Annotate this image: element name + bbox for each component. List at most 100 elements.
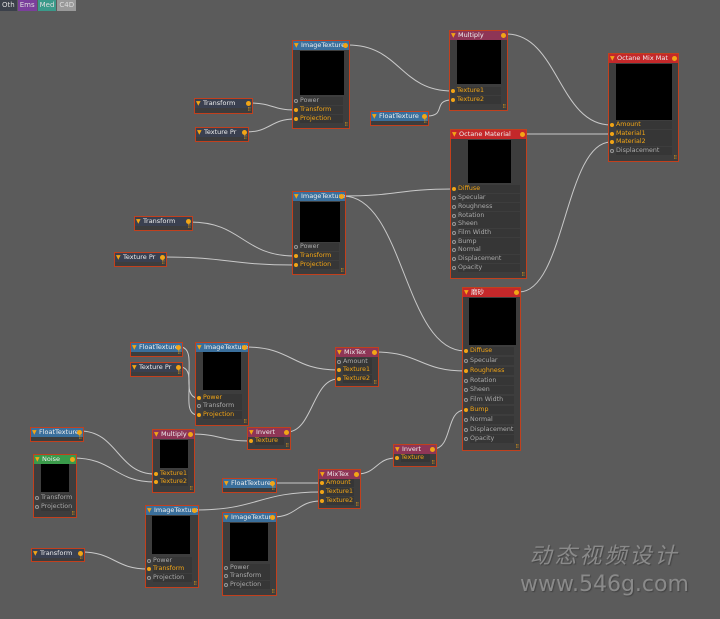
collapse-triangle-icon[interactable]: ▼	[196, 100, 201, 107]
port-connector-icon[interactable]	[154, 472, 158, 476]
node-transform[interactable]: ▼Transform⠿	[134, 216, 193, 231]
node-header[interactable]: ▼MixTex	[336, 348, 378, 357]
input-port-power[interactable]: Power	[293, 97, 343, 105]
node-floattexture[interactable]: ▼FloatTexture⠿	[370, 111, 429, 126]
input-port-material2[interactable]: Material2	[609, 138, 672, 146]
input-port-specular[interactable]: Specular	[463, 357, 514, 365]
resize-grip-icon[interactable]: ⠿	[71, 511, 75, 517]
node-header[interactable]: ▼磨砂	[463, 288, 520, 297]
collapse-triangle-icon[interactable]: ▼	[132, 364, 137, 371]
connection-wire[interactable]	[356, 457, 397, 475]
collapse-triangle-icon[interactable]: ▼	[337, 349, 342, 356]
port-connector-icon[interactable]	[294, 108, 298, 112]
resize-grip-icon[interactable]: ⠿	[271, 589, 275, 595]
input-port-film-width[interactable]: Film Width	[451, 229, 520, 237]
node-floattexture[interactable]: ▼FloatTexture⠿	[130, 342, 183, 357]
node-header[interactable]: ▼Texture Pr	[131, 363, 182, 372]
input-port-projection[interactable]: Projection	[293, 115, 343, 123]
input-port-material1[interactable]: Material1	[609, 130, 672, 138]
collapse-triangle-icon[interactable]: ▼	[147, 507, 152, 514]
connection-wire[interactable]	[249, 102, 296, 111]
connection-wire[interactable]	[245, 346, 339, 371]
resize-grip-icon[interactable]: ⠿	[243, 419, 247, 425]
connection-wire[interactable]	[72, 457, 156, 483]
connection-wire[interactable]	[189, 221, 296, 257]
node-header[interactable]: ▼Noise	[34, 455, 76, 464]
input-port-amount[interactable]: Amount	[609, 121, 672, 129]
resize-grip-icon[interactable]: ⠿	[673, 155, 677, 161]
port-connector-icon[interactable]	[294, 263, 298, 267]
node-header[interactable]: ▼ImageTexture	[223, 513, 276, 522]
input-port-normal[interactable]: Normal	[451, 246, 520, 254]
resize-grip-icon[interactable]: ⠿	[285, 443, 289, 449]
port-connector-icon[interactable]	[224, 574, 228, 578]
input-port-projection[interactable]: Projection	[223, 581, 270, 589]
node-header[interactable]: ▼Invert	[394, 445, 436, 454]
node-header[interactable]: ▼Octane Material	[451, 130, 526, 139]
input-port-texture2[interactable]: Texture2	[336, 375, 372, 383]
collapse-triangle-icon[interactable]: ▼	[35, 456, 40, 463]
port-connector-icon[interactable]	[147, 559, 151, 563]
port-connector-icon[interactable]	[610, 132, 614, 136]
port-connector-icon[interactable]	[224, 566, 228, 570]
output-port[interactable]	[672, 56, 677, 61]
tab-oth[interactable]: Oth	[0, 0, 17, 11]
port-connector-icon[interactable]	[610, 140, 614, 144]
node-header[interactable]: ▼Texture Pr	[196, 128, 248, 137]
collapse-triangle-icon[interactable]: ▼	[154, 431, 159, 438]
resize-grip-icon[interactable]: ⠿	[515, 444, 519, 450]
input-port-texture1[interactable]: Texture1	[153, 470, 188, 478]
input-port-texture[interactable]: Texture	[248, 437, 284, 445]
node-header[interactable]: ▼FloatTexture	[31, 428, 83, 437]
node-texture-pr[interactable]: ▼Texture Pr⠿	[130, 362, 183, 377]
input-port-amount[interactable]: Amount	[319, 479, 354, 487]
node-header[interactable]: ▼MixTex	[319, 470, 360, 479]
port-connector-icon[interactable]	[464, 379, 468, 383]
port-connector-icon[interactable]	[197, 396, 201, 400]
input-port-normal[interactable]: Normal	[463, 416, 514, 424]
node-texture-pr[interactable]: ▼Texture Pr⠿	[195, 127, 249, 142]
resize-grip-icon[interactable]: ⠿	[423, 119, 427, 125]
output-port[interactable]	[70, 457, 75, 462]
output-port[interactable]	[160, 255, 165, 260]
input-port-transform[interactable]: Transform	[223, 572, 270, 580]
port-connector-icon[interactable]	[452, 214, 456, 218]
port-connector-icon[interactable]	[337, 377, 341, 381]
collapse-triangle-icon[interactable]: ▼	[464, 289, 469, 296]
node-header[interactable]: ▼Multiply	[450, 31, 507, 40]
input-port-opacity[interactable]: Opacity	[463, 435, 514, 443]
input-port-film-width[interactable]: Film Width	[463, 396, 514, 404]
port-connector-icon[interactable]	[452, 257, 456, 261]
node-transform[interactable]: ▼Transform⠿	[194, 98, 253, 114]
node-header[interactable]: ▼ImageTexture	[146, 506, 198, 515]
port-connector-icon[interactable]	[451, 98, 455, 102]
input-port-roughness[interactable]: Roughness	[451, 203, 520, 211]
input-port-transform[interactable]: Transform	[34, 494, 72, 502]
resize-grip-icon[interactable]: ⠿	[243, 135, 247, 141]
connection-wire[interactable]	[194, 491, 322, 511]
resize-grip-icon[interactable]: ⠿	[78, 435, 82, 441]
collapse-triangle-icon[interactable]: ▼	[451, 32, 456, 39]
port-connector-icon[interactable]	[395, 456, 399, 460]
port-connector-icon[interactable]	[452, 248, 456, 252]
input-port-transform[interactable]: Transform	[196, 402, 242, 410]
output-port[interactable]	[520, 132, 525, 137]
port-connector-icon[interactable]	[452, 266, 456, 270]
node-header[interactable]: ▼ImageTexture	[196, 343, 248, 352]
input-port-roughness[interactable]: Roughness	[463, 367, 514, 375]
port-connector-icon[interactable]	[147, 567, 151, 571]
resize-grip-icon[interactable]: ⠿	[193, 581, 197, 587]
collapse-triangle-icon[interactable]: ▼	[33, 550, 38, 557]
input-port-displacement[interactable]: Displacement	[463, 426, 514, 434]
input-port-power[interactable]: Power	[146, 557, 192, 565]
node-header[interactable]: ▼Octane Mix Mat	[609, 54, 678, 63]
resize-grip-icon[interactable]: ⠿	[177, 350, 181, 356]
input-port-bump[interactable]: Bump	[463, 406, 514, 414]
port-connector-icon[interactable]	[452, 196, 456, 200]
collapse-triangle-icon[interactable]: ▼	[249, 429, 254, 436]
